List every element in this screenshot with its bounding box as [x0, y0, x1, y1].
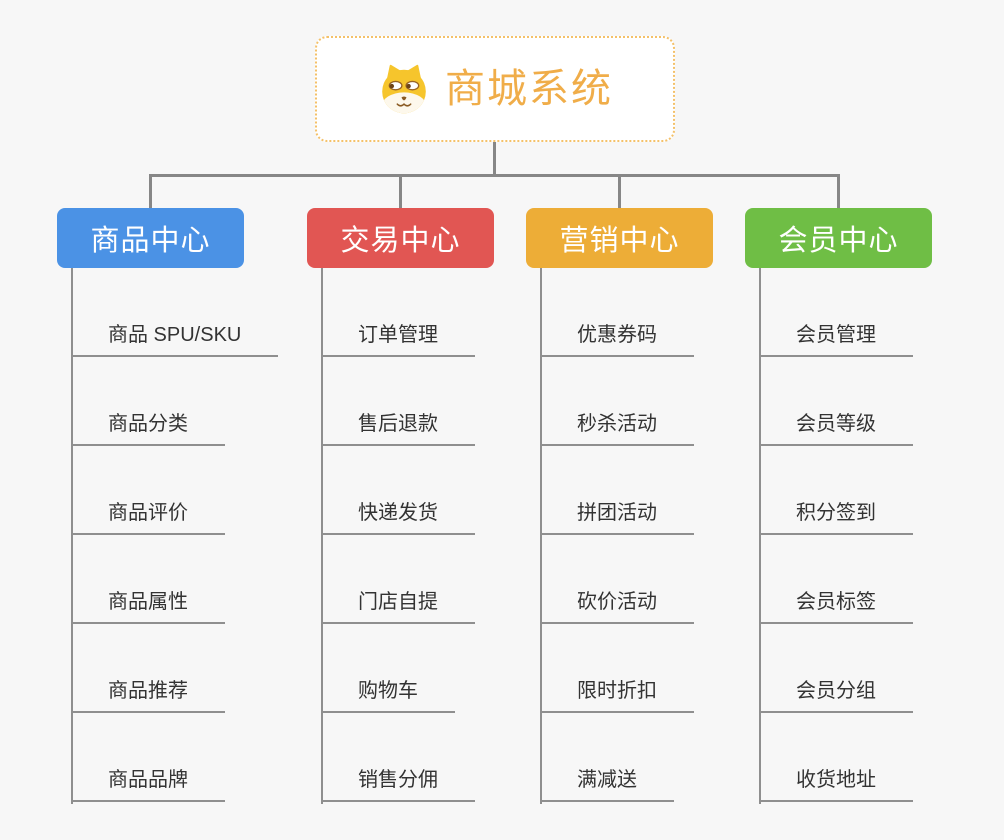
branch-label: 会员中心	[778, 225, 899, 257]
topic-item[interactable]: 砍价活动	[540, 588, 694, 624]
topic-item[interactable]: 商品分类	[71, 410, 225, 446]
topic-item[interactable]: 会员分组	[759, 677, 913, 713]
topic-item[interactable]: 订单管理	[321, 321, 475, 357]
column-spine	[540, 268, 542, 804]
topic-item[interactable]: 会员等级	[759, 410, 913, 446]
branch-label: 营销中心	[559, 225, 680, 257]
topic-item[interactable]: 会员管理	[759, 321, 913, 357]
topic-item[interactable]: 快递发货	[321, 499, 475, 535]
topic-item[interactable]: 售后退款	[321, 410, 475, 446]
topic-item[interactable]: 拼团活动	[540, 499, 694, 535]
connector-drop-line	[618, 174, 621, 211]
branch-column-members: 会员中心 会员管理 会员等级 积分签到 会员标签 会员分组 收货地址	[745, 208, 1004, 808]
topic-item[interactable]: 商品属性	[71, 588, 225, 624]
branch-label: 交易中心	[340, 225, 461, 257]
topic-item[interactable]: 秒杀活动	[540, 410, 694, 446]
root-node[interactable]: 商城系统	[315, 36, 675, 142]
topic-item[interactable]: 销售分佣	[321, 766, 475, 802]
topic-item[interactable]: 商品品牌	[71, 766, 225, 802]
connector-drop-line	[149, 174, 152, 211]
root-title: 商城系统	[445, 67, 613, 111]
column-spine	[321, 268, 323, 804]
branch-node-members[interactable]: 会员中心	[745, 208, 932, 268]
topic-item[interactable]: 满减送	[540, 766, 674, 802]
column-spine	[71, 268, 73, 804]
topic-item[interactable]: 门店自提	[321, 588, 475, 624]
topic-item[interactable]: 会员标签	[759, 588, 913, 624]
topic-item[interactable]: 限时折扣	[540, 677, 694, 713]
branch-column-products: 商品中心 商品 SPU/SKU 商品分类 商品评价 商品属性 商品推荐 商品品牌	[57, 208, 317, 808]
topic-item[interactable]: 商品评价	[71, 499, 225, 535]
branch-node-trade[interactable]: 交易中心	[307, 208, 494, 268]
branch-column-trade: 交易中心 订单管理 售后退款 快递发货 门店自提 购物车 销售分佣	[307, 208, 567, 808]
topic-item[interactable]: 收货地址	[759, 766, 913, 802]
topic-item[interactable]: 商品推荐	[71, 677, 225, 713]
column-spine	[759, 268, 761, 804]
branch-node-marketing[interactable]: 营销中心	[526, 208, 713, 268]
branch-column-marketing: 营销中心 优惠券码 秒杀活动 拼团活动 砍价活动 限时折扣 满减送	[526, 208, 786, 808]
connector-drop-line	[837, 174, 840, 211]
topic-item[interactable]: 购物车	[321, 677, 455, 713]
shiba-dog-icon	[377, 63, 431, 115]
topic-item[interactable]: 优惠券码	[540, 321, 694, 357]
topic-item[interactable]: 积分签到	[759, 499, 913, 535]
branch-label: 商品中心	[90, 225, 211, 257]
root-connector-stub	[493, 140, 496, 177]
connector-bus-line	[149, 174, 840, 177]
branch-node-products[interactable]: 商品中心	[57, 208, 244, 268]
connector-drop-line	[399, 174, 402, 211]
topic-item[interactable]: 商品 SPU/SKU	[71, 321, 279, 357]
